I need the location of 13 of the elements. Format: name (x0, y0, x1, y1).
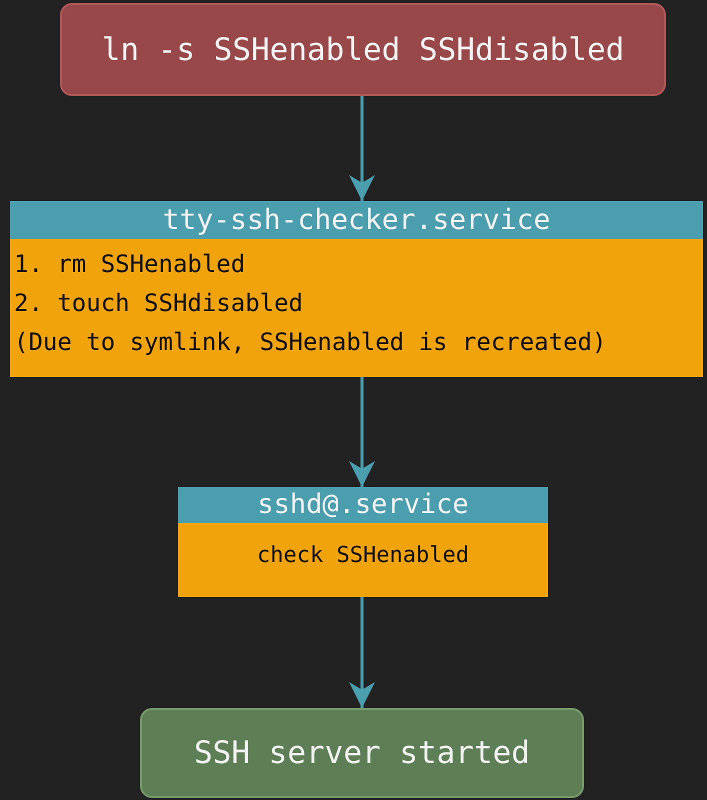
result-box (140, 708, 584, 798)
box-label: ln -s SSHenabled SSHdisabled (102, 32, 624, 68)
step-text: (Due to symlink, SSHenabled is recreated) (14, 326, 608, 358)
step-text: 2. touch SSHdisabled (14, 288, 304, 319)
box-label: SSH server started (194, 735, 530, 771)
service-title-bar: sshd@.service (178, 487, 548, 523)
arrow (349, 96, 375, 201)
arrow (349, 377, 375, 487)
arrow (349, 597, 375, 708)
step-text: 1. rm SSHenabled (14, 249, 246, 280)
service-title-bar: tty-ssh-checker.service (10, 201, 703, 239)
command-box (60, 3, 666, 96)
step-text: check SSHenabled (256, 542, 470, 570)
